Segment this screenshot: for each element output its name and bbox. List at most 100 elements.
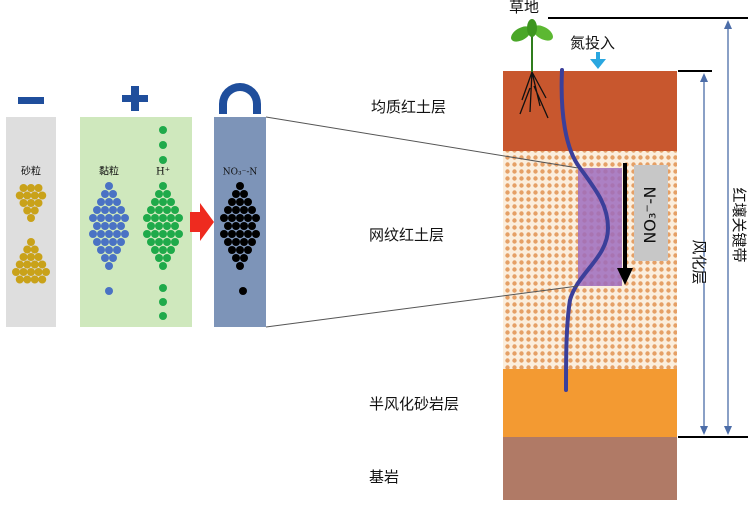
clay-dot bbox=[93, 238, 101, 246]
h-ion-dot bbox=[147, 238, 155, 246]
clay-dot bbox=[101, 190, 109, 198]
clay-particle-panel bbox=[80, 117, 192, 327]
nitrate-dot bbox=[244, 230, 252, 238]
anion-charge-icon bbox=[219, 83, 261, 114]
nitrate-dot bbox=[236, 246, 244, 254]
clay-dot bbox=[113, 198, 121, 206]
clay-dot bbox=[105, 287, 113, 295]
nitrate-dot bbox=[244, 198, 252, 206]
semi-weathered-layer-label: 半风化砂岩层 bbox=[369, 395, 459, 413]
nitrate-dot bbox=[236, 214, 244, 222]
minus-charge-icon bbox=[18, 97, 44, 104]
nitrate-dot bbox=[248, 206, 256, 214]
clay-dot bbox=[109, 222, 117, 230]
nitrate-arrow-label: NO₃⁻-N bbox=[641, 186, 660, 243]
h-ion-dot bbox=[143, 230, 151, 238]
hydrogen-ion-label: H⁺ bbox=[156, 167, 170, 178]
sand-dot bbox=[27, 214, 35, 222]
clay-dot bbox=[101, 206, 109, 214]
nitrate-dot bbox=[236, 182, 244, 190]
sand-dot bbox=[15, 191, 24, 200]
clay-dot bbox=[109, 238, 117, 246]
nitrate-dot bbox=[248, 222, 256, 230]
nitrate-dot bbox=[228, 214, 236, 222]
h-ion-dot bbox=[159, 298, 167, 306]
nitrate-dot bbox=[224, 222, 232, 230]
semi-weathered-sandstone-layer bbox=[503, 369, 677, 437]
h-ion-dot bbox=[171, 206, 179, 214]
h-ion-dot bbox=[159, 246, 167, 254]
clay-dot bbox=[97, 214, 105, 222]
clay-dot bbox=[89, 230, 97, 238]
sand-dot bbox=[38, 275, 47, 284]
h-ion-dot bbox=[155, 206, 163, 214]
weathered-zone-label: 风化层 bbox=[692, 239, 710, 284]
clay-dot bbox=[105, 198, 113, 206]
clay-dot bbox=[105, 182, 113, 190]
nitrate-dot bbox=[240, 254, 248, 262]
zoom-line-bottom bbox=[265, 285, 579, 328]
sand-dot bbox=[23, 206, 32, 215]
sand-dot bbox=[30, 191, 39, 200]
nitrogen-input-arrow-icon bbox=[590, 52, 606, 69]
clay-dot bbox=[117, 206, 125, 214]
nitrogen-input-label: 氮投入 bbox=[570, 34, 615, 52]
h-ion-dot bbox=[163, 238, 171, 246]
sand-dot bbox=[38, 191, 47, 200]
sand-dot bbox=[23, 260, 32, 269]
h-ion-dot bbox=[155, 222, 163, 230]
sand-dot bbox=[19, 253, 28, 261]
h-ion-dot bbox=[151, 246, 159, 254]
bedrock-label: 基岩 bbox=[369, 468, 399, 486]
transfer-arrow-icon bbox=[190, 203, 214, 241]
reticulate-layer-label: 网纹红土层 bbox=[369, 226, 444, 244]
nitrate-dot bbox=[240, 222, 248, 230]
homogeneous-red-soil-layer bbox=[503, 71, 677, 151]
nitrate-dot bbox=[236, 198, 244, 206]
sand-dot bbox=[12, 268, 20, 276]
clay-dot bbox=[93, 222, 101, 230]
nitrate-dot bbox=[252, 230, 260, 238]
nitrate-dot bbox=[240, 206, 248, 214]
plus-charge-icon bbox=[122, 86, 148, 111]
sand-dot bbox=[23, 191, 32, 200]
bedrock-layer bbox=[503, 437, 677, 500]
sand-dot bbox=[23, 275, 32, 284]
clay-dot bbox=[105, 214, 113, 222]
sand-dot bbox=[19, 199, 28, 207]
nitrate-panel-label: NO₃⁻-N bbox=[223, 168, 258, 178]
h-ion-dot bbox=[175, 230, 183, 238]
clay-particle-dots bbox=[89, 182, 129, 295]
h-ion-dot bbox=[167, 230, 175, 238]
h-ion-dot bbox=[143, 214, 151, 222]
h-ion-dot bbox=[151, 230, 159, 238]
nitrate-dot bbox=[224, 206, 232, 214]
sand-dot bbox=[38, 260, 47, 269]
nitrate-dot bbox=[228, 230, 236, 238]
clay-dot bbox=[89, 214, 97, 222]
h-ion-dot bbox=[163, 254, 171, 262]
grassland-label: 草地 bbox=[509, 0, 539, 16]
clay-dot bbox=[93, 206, 101, 214]
clay-dot bbox=[97, 198, 105, 206]
grass-plant-icon bbox=[511, 19, 553, 119]
clay-dot bbox=[101, 238, 109, 246]
sand-dot bbox=[19, 268, 28, 276]
sand-dot bbox=[27, 184, 35, 192]
sand-particle-dots bbox=[12, 184, 50, 284]
homogeneous-layer-label: 均质红土层 bbox=[371, 98, 446, 116]
leaching-arrow-head bbox=[617, 268, 633, 285]
clay-dot bbox=[109, 254, 117, 262]
nitrate-dot bbox=[232, 206, 240, 214]
zoom-line-top bbox=[265, 116, 579, 169]
h-ion-dot bbox=[155, 190, 163, 198]
nitrate-dot bbox=[236, 262, 244, 270]
clay-particle-label: 黏粒 bbox=[99, 165, 119, 178]
sand-dot bbox=[34, 184, 43, 192]
sand-dot bbox=[34, 199, 43, 207]
clay-dot bbox=[117, 222, 125, 230]
h-ion-dot bbox=[167, 246, 175, 254]
nitrate-dot bbox=[220, 214, 228, 222]
sand-dot bbox=[15, 275, 24, 284]
